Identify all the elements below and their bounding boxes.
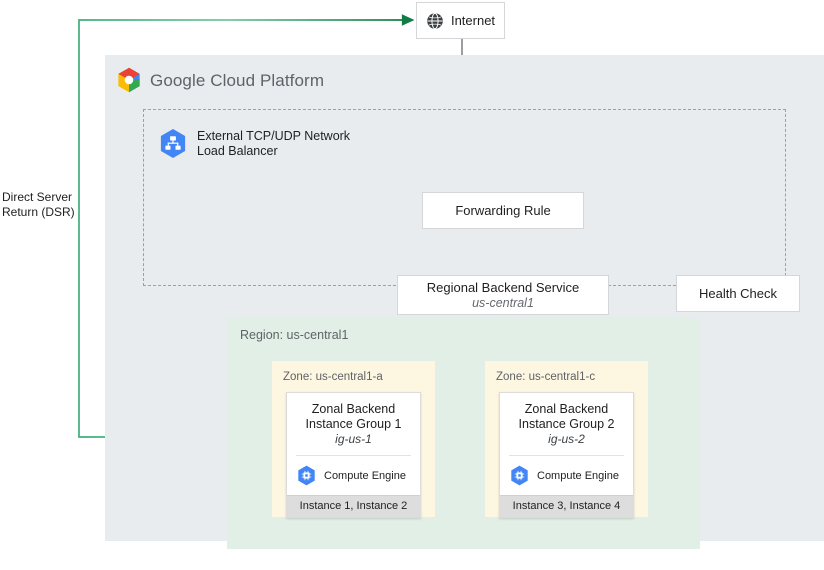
backend-service-region: us-central1 (472, 295, 534, 310)
region-label: Region: us-central1 (240, 328, 349, 342)
compute-engine-row: Compute Engine (287, 456, 420, 495)
instance-list: Instance 1, Instance 2 (287, 495, 420, 517)
instance-group-name: ig-us-2 (548, 432, 585, 446)
zone-label: Zone: us-central1-c (496, 371, 596, 383)
load-balancer-label-line2: Load Balancer (197, 143, 278, 158)
forwarding-rule-label: Forwarding Rule (455, 202, 551, 218)
compute-engine-row: Compute Engine (500, 456, 633, 495)
instance-list: Instance 3, Instance 4 (500, 495, 633, 517)
forwarding-rule-node[interactable]: Forwarding Rule (422, 192, 584, 229)
dsr-label-line2: Return (DSR) (2, 205, 75, 219)
zone-container-us-central1-c: Zone: us-central1-c Zonal Backend Instan… (485, 361, 648, 518)
backend-service-label: Regional Backend Service (426, 279, 580, 295)
internet-label: Internet (450, 12, 496, 28)
instance-group-header: Zonal Backend Instance Group 2 ig-us-2 (500, 393, 633, 455)
instance-group-header: Zonal Backend Instance Group 1 ig-us-1 (287, 393, 420, 455)
compute-engine-icon (511, 465, 528, 486)
compute-engine-icon (298, 465, 315, 486)
load-balancer-label: External TCP/UDP Network Load Balancer (197, 129, 350, 159)
load-balancer-label-line1: External TCP/UDP Network (197, 128, 351, 143)
load-balancer-label-group: External TCP/UDP Network Load Balancer (159, 128, 350, 159)
compute-engine-label: Compute Engine (537, 469, 619, 482)
divider (296, 455, 411, 456)
compute-engine-label: Compute Engine (324, 469, 406, 482)
instance-group-title-line1: Zonal Backend (524, 402, 609, 416)
instance-group-card[interactable]: Zonal Backend Instance Group 2 ig-us-2 (499, 392, 634, 518)
divider (509, 455, 624, 456)
dsr-label: Direct Server Return (DSR) (2, 190, 76, 220)
dsr-label-line1: Direct Server (2, 190, 73, 204)
google-cloud-hexagon-logo (118, 67, 140, 93)
instance-group-title-line1: Zonal Backend (311, 402, 396, 416)
regional-backend-service-node[interactable]: Regional Backend Service us-central1 (397, 275, 609, 315)
internet-node[interactable]: Internet (416, 2, 505, 39)
zone-label: Zone: us-central1-a (283, 371, 383, 383)
network-load-balancer-icon (160, 129, 186, 158)
google-cloud-platform-panel: Google Cloud Platform External TCP/UD (105, 55, 824, 549)
gcp-brand: Google Cloud Platform (117, 67, 324, 94)
gcp-brand-cloud-platform: Cloud Platform (210, 70, 325, 90)
health-check-node[interactable]: Health Check (676, 275, 800, 312)
instance-group-name: ig-us-1 (335, 432, 372, 446)
zone-container-us-central1-a: Zone: us-central1-a Zonal Backend Instan… (272, 361, 435, 518)
gcp-brand-google: Google (150, 70, 206, 90)
load-balancer-container: External TCP/UDP Network Load Balancer F… (143, 109, 800, 315)
health-check-label: Health Check (698, 285, 778, 301)
globe-icon (427, 12, 443, 29)
region-container: Region: us-central1 Zone: us-central1-a … (227, 317, 700, 549)
instance-group-title-line2: Instance Group 2 (518, 417, 615, 431)
instance-group-title-line2: Instance Group 1 (305, 417, 402, 431)
instance-group-card[interactable]: Zonal Backend Instance Group 1 ig-us-1 (286, 392, 421, 518)
gcp-brand-text: Google Cloud Platform (150, 71, 324, 91)
